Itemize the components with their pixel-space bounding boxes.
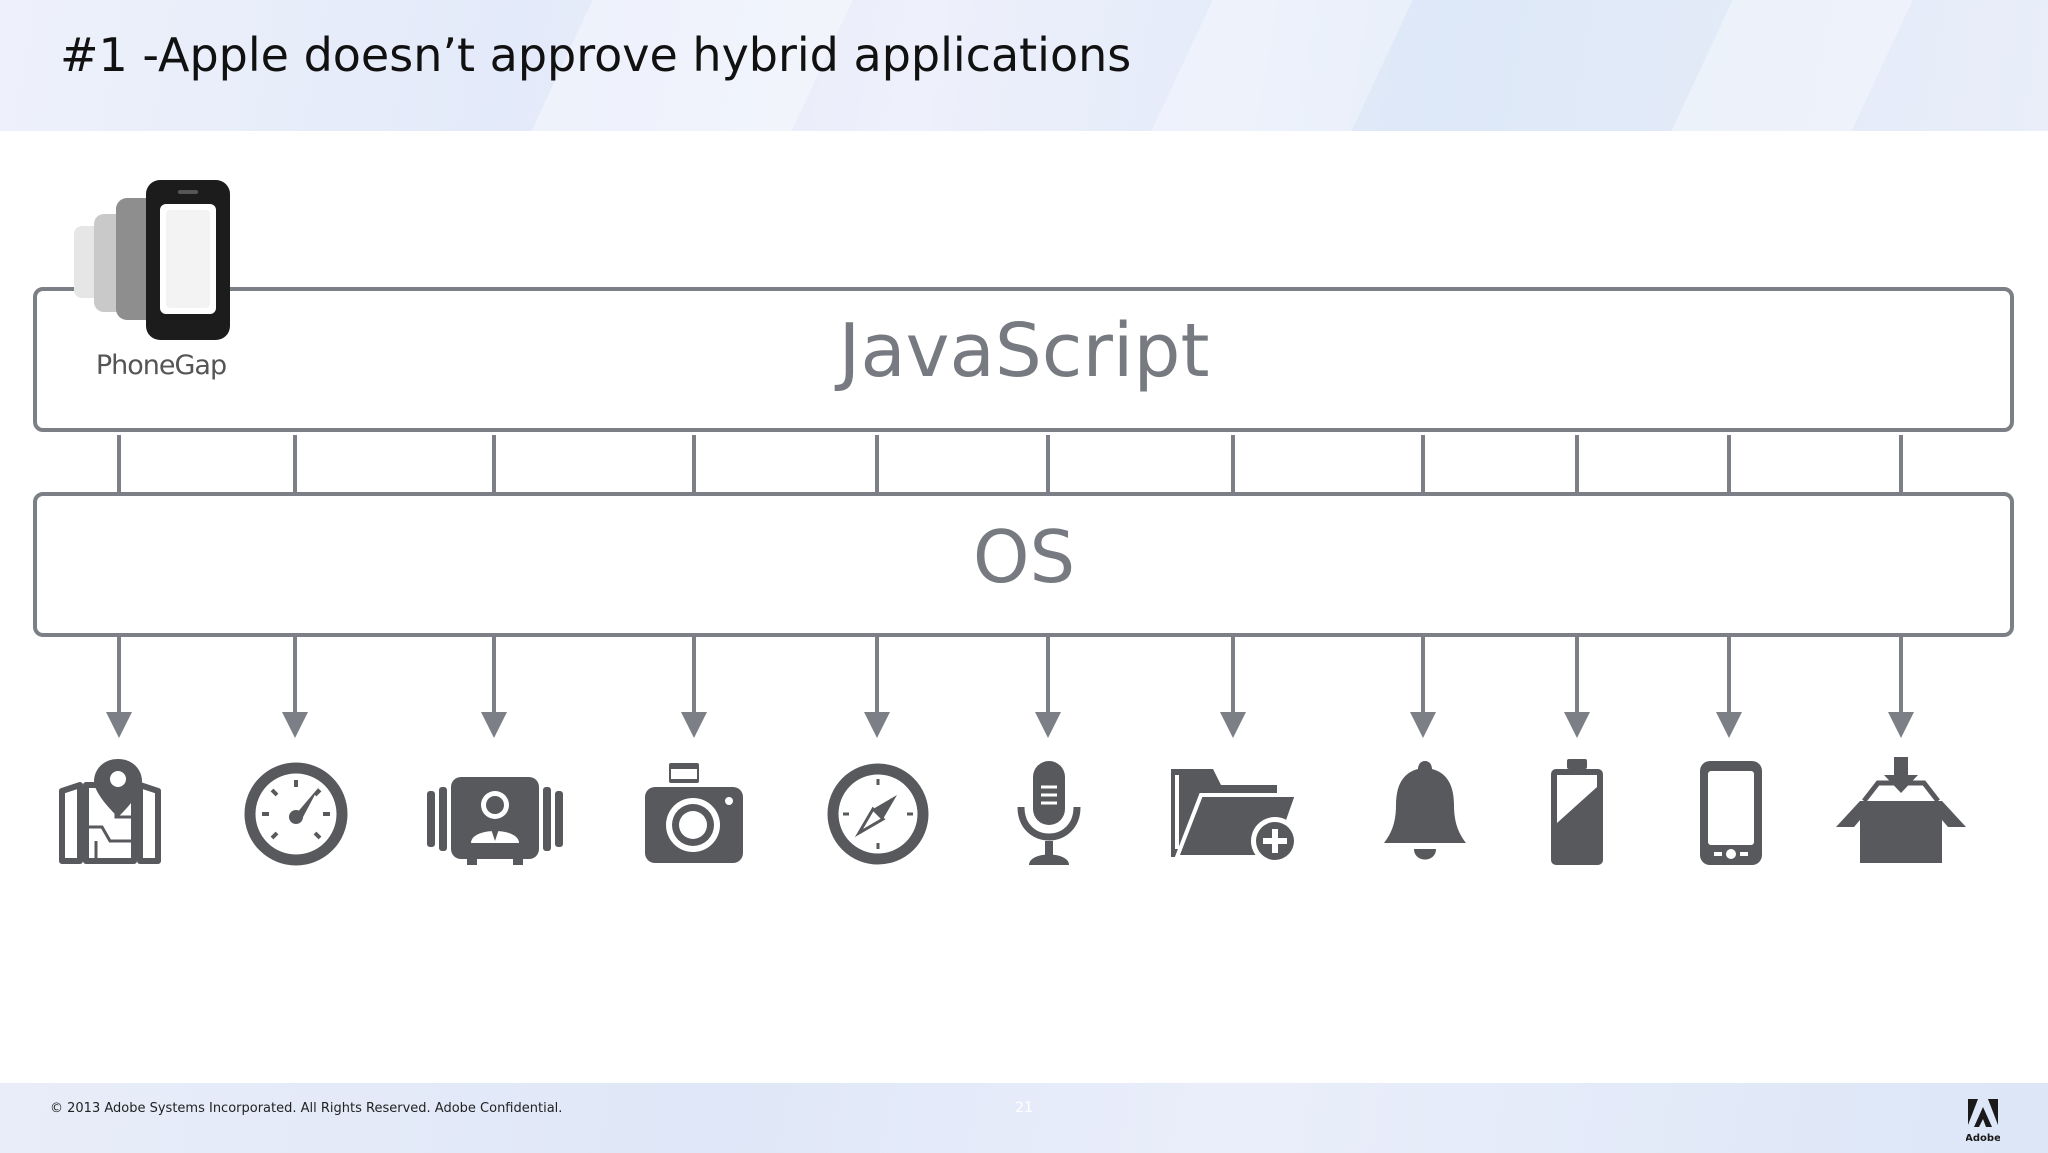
accelerometer-gauge-icon xyxy=(244,762,348,866)
os-layer-box xyxy=(33,492,2014,637)
contacts-card-icon xyxy=(427,777,563,865)
phonegap-logo-label: PhoneGap xyxy=(95,350,227,381)
arrow-head xyxy=(1716,712,1742,738)
file-folder-add-icon xyxy=(1171,769,1300,865)
arrow-head xyxy=(864,712,890,738)
arrow-head xyxy=(1888,712,1914,738)
arrow-head xyxy=(1035,712,1061,738)
arrow-head xyxy=(106,712,132,738)
microphone-icon xyxy=(1017,761,1081,865)
device-phone-icon xyxy=(1700,761,1762,865)
slide-footer: © 2013 Adobe Systems Incorporated. All R… xyxy=(0,1083,2048,1153)
geolocation-map-icon xyxy=(59,759,161,864)
arrow-head xyxy=(681,712,707,738)
arrow-head xyxy=(1410,712,1436,738)
adobe-logo-icon: Adobe xyxy=(1966,1099,2000,1143)
javascript-layer-box xyxy=(33,287,2014,432)
phonegap-logo-icon xyxy=(74,180,230,340)
camera-icon xyxy=(645,763,743,863)
copyright-text: © 2013 Adobe Systems Incorporated. All R… xyxy=(50,1101,563,1116)
page-number: 21 xyxy=(1015,1100,1033,1116)
arrow-head xyxy=(282,712,308,738)
arrow-head xyxy=(1564,712,1590,738)
slide-title: #1 -Apple doesn’t approve hybrid applica… xyxy=(60,28,1132,82)
slide-header: #1 -Apple doesn’t approve hybrid applica… xyxy=(0,0,2048,131)
javascript-layer-label: JavaScript xyxy=(838,308,1210,394)
os-layer-label: OS xyxy=(972,515,1076,599)
phonegap-logo: PhoneGap xyxy=(66,176,256,386)
compass-icon xyxy=(827,763,929,865)
arrow-head xyxy=(1220,712,1246,738)
notification-bell-icon xyxy=(1384,761,1466,860)
battery-icon xyxy=(1551,759,1603,865)
architecture-diagram xyxy=(106,435,1914,738)
adobe-logo-label: Adobe xyxy=(1966,1133,2000,1143)
arrow-head xyxy=(481,712,507,738)
storage-box-icon xyxy=(1836,757,1966,863)
